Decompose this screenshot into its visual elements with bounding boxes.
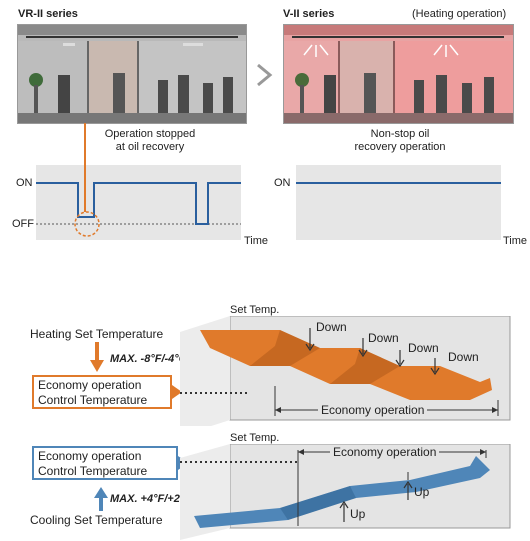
v2-office-image [283, 24, 514, 124]
cooling-step-diagram [180, 444, 511, 540]
arrow-right-icon [257, 63, 273, 87]
left-timing-chart [36, 123, 241, 237]
left-caption-line-1: Operation stopped [104, 128, 196, 140]
left-time-label: Time [244, 235, 269, 247]
left-timing-panel [36, 165, 241, 240]
left-caption: Operation stopped at oil recovery [70, 128, 230, 154]
cooling-set-temperature-label: Cooling Set Temperature [30, 513, 163, 527]
office-scene-left [18, 25, 246, 123]
v2-series-title: V-II series [283, 8, 335, 20]
down-label-3: Down [408, 341, 439, 355]
right-caption-line-1: Non-stop oil [370, 128, 430, 140]
heating-max-label: MAX. -8°F/-4°C [110, 353, 187, 365]
right-on-label: ON [274, 177, 291, 189]
right-time-label: Time [503, 235, 528, 247]
heating-pointer-icon [172, 385, 182, 399]
up-arrow-icon [94, 487, 108, 511]
cooling-max-label: MAX. +4°F/+2°C [110, 493, 193, 505]
cooling-set-temp-label: Set Temp. [230, 432, 280, 444]
right-timing-chart [296, 182, 501, 184]
right-caption: Non-stop oil recovery operation [320, 128, 480, 154]
right-timing-panel [296, 165, 501, 240]
cooling-economy-box-line-2: Control Temperature [38, 464, 148, 478]
cooling-economy-box-line-1: Economy operation [38, 449, 142, 463]
office-scene-right [284, 25, 513, 123]
vr2-series-title: VR-II series [18, 8, 78, 20]
cooling-economy-operation-label: Economy operation [330, 445, 440, 459]
left-off-label: OFF [12, 218, 34, 230]
right-caption-line-2: recovery operation [354, 141, 446, 153]
cooling-economy-box: Economy operation Control Temperature [32, 446, 178, 480]
down-label-4: Down [448, 350, 479, 364]
heating-economy-box-line-2: Control Temperature [38, 393, 148, 407]
up-label-1: Up [350, 507, 366, 521]
heating-operation-note: (Heating operation) [412, 8, 507, 20]
down-label-1: Down [316, 320, 347, 334]
up-label-2: Up [414, 485, 430, 499]
down-arrow-icon [90, 342, 104, 372]
heating-economy-box: Economy operation Control Temperature [32, 375, 172, 409]
down-label-2: Down [368, 331, 399, 345]
vr2-office-image [17, 24, 247, 124]
heating-set-temperature-label: Heating Set Temperature [30, 327, 164, 341]
left-caption-line-2: at oil recovery [115, 141, 185, 153]
left-on-label: ON [16, 177, 33, 189]
heating-step-diagram [180, 316, 511, 426]
heating-economy-operation-label: Economy operation [318, 403, 428, 417]
heating-economy-box-line-1: Economy operation [38, 378, 142, 392]
heating-set-temp-label: Set Temp. [230, 304, 280, 316]
